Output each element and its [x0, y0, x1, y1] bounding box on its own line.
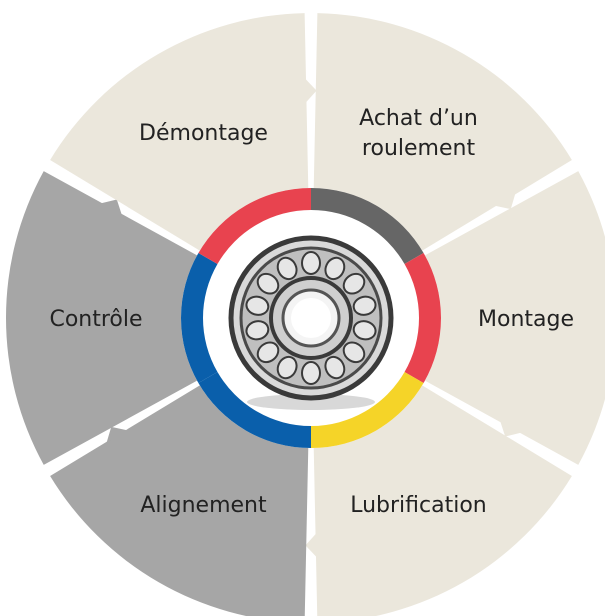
ring-montage: [404, 253, 441, 383]
bearing-roller: [276, 355, 298, 380]
label-montage: Montage: [478, 307, 574, 332]
label-lubrification: Lubrification: [350, 493, 487, 518]
ring-alignement: [198, 372, 311, 448]
bearing-roller: [245, 295, 270, 316]
bearing-bore-highlight: [291, 298, 331, 338]
ring-achat: [311, 188, 424, 264]
segment-controle: [6, 171, 198, 465]
arrow-demontage: [305, 78, 317, 103]
bearing-roller: [324, 256, 346, 281]
bearing-roller: [301, 361, 321, 385]
label-line: Démontage: [139, 121, 268, 146]
label-line: Montage: [478, 307, 574, 332]
arrow-controle: [100, 199, 122, 215]
bearing-roller: [256, 341, 280, 364]
segment-montage: [424, 171, 605, 465]
bearing-roller: [276, 256, 298, 281]
arrow-achat: [494, 193, 516, 210]
bearing-roller: [301, 251, 321, 275]
segment-alignement: [50, 385, 309, 616]
arrow-lubrification: [305, 533, 317, 558]
segments-layer: [6, 13, 605, 616]
label-line: Lubrification: [350, 493, 487, 518]
color-ring: [181, 188, 441, 448]
ring-demontage: [198, 188, 311, 264]
segment-demontage: [50, 13, 309, 251]
bearing-roller: [352, 295, 377, 316]
label-demontage: Démontage: [139, 121, 268, 146]
ring-lubrification: [311, 372, 424, 448]
label-controle: Contrôle: [49, 307, 142, 332]
label-line: Achat d’un: [359, 106, 478, 131]
bearing-roller: [352, 320, 377, 341]
arrow-montage: [500, 421, 522, 437]
label-achat: Achat d’un roulement: [359, 106, 478, 161]
label-alignement: Alignement: [140, 493, 267, 518]
label-line: Alignement: [140, 493, 267, 518]
arrow-alignement: [106, 426, 128, 443]
bearing-roller: [342, 341, 366, 364]
segment-achat: [313, 13, 572, 251]
bearing-icon: [219, 232, 403, 416]
label-line: roulement: [362, 136, 476, 161]
bearing-roller: [245, 320, 270, 341]
ring-controle: [181, 253, 218, 383]
segment-lubrification: [313, 385, 572, 616]
label-line: Contrôle: [49, 307, 142, 332]
bearing-roller: [256, 272, 280, 295]
bearing-roller: [342, 272, 366, 295]
bearing-roller: [324, 355, 346, 380]
bearing-shadow: [247, 394, 375, 410]
bearing-rollers: [245, 251, 377, 385]
